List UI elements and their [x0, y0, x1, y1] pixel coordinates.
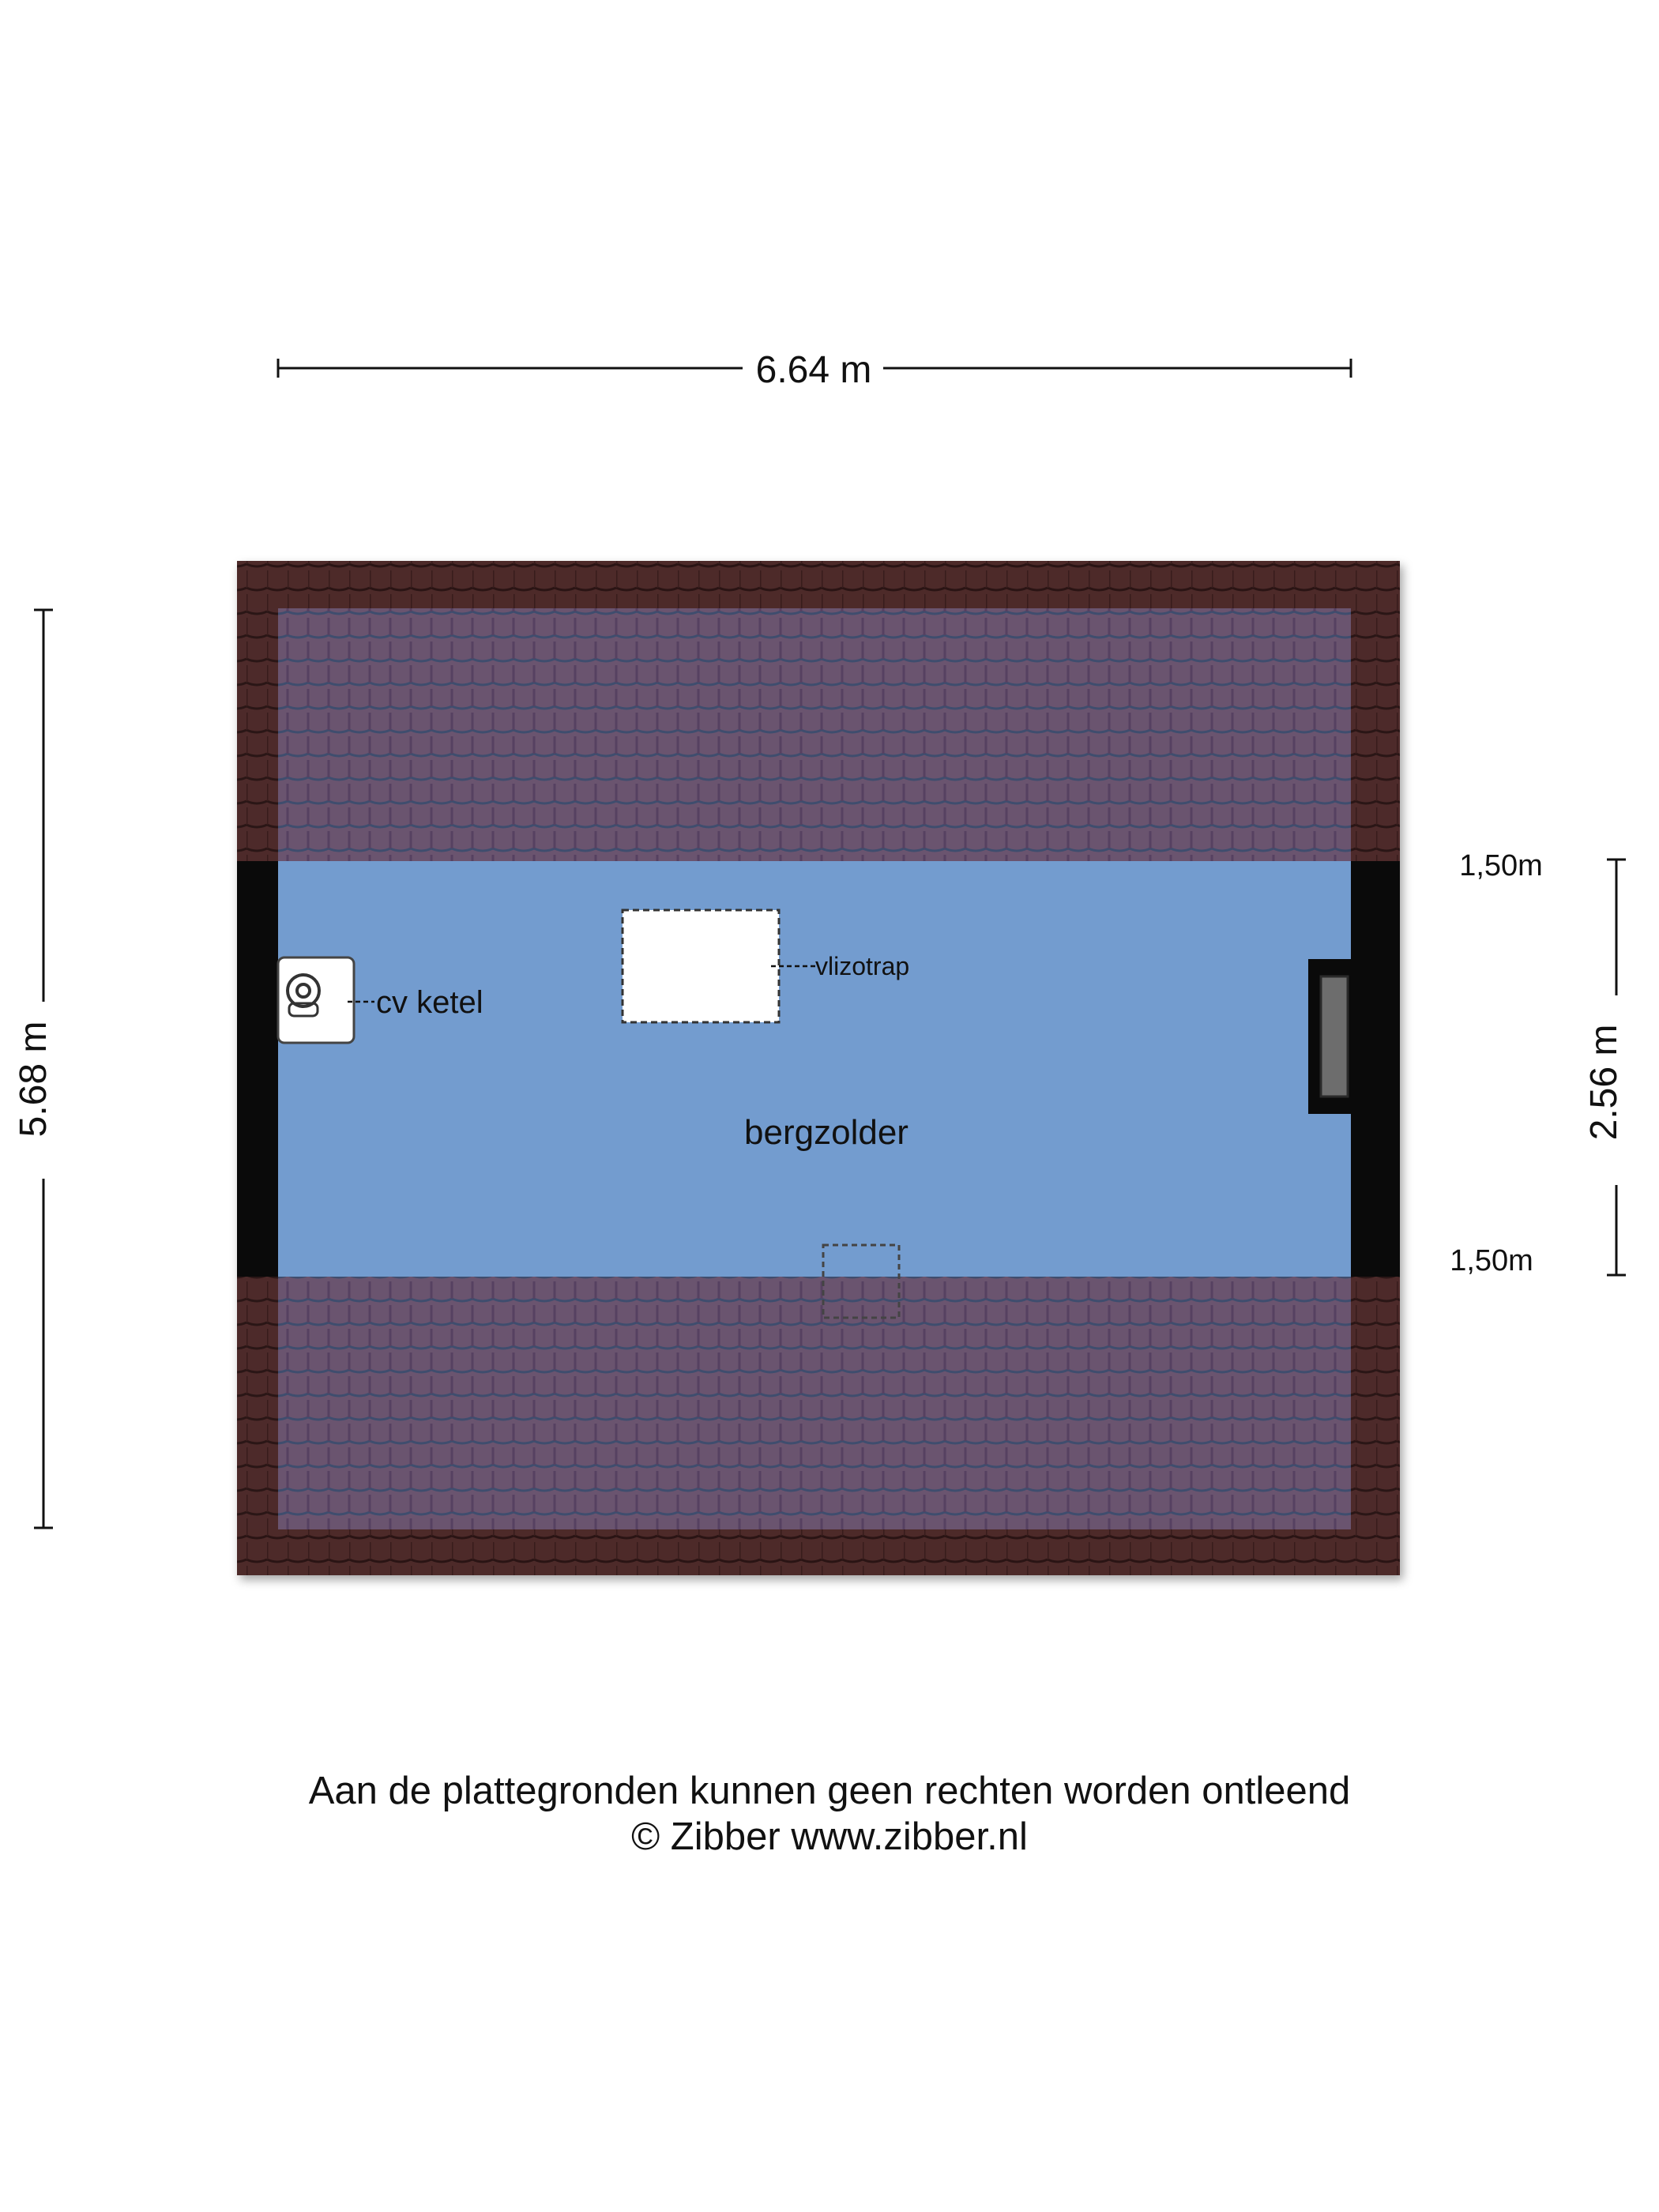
- roof-slope-bottom: [278, 1277, 1351, 1529]
- boiler: [276, 956, 374, 1044]
- roof-ridge-bottom: [237, 1529, 1400, 1575]
- dashed-outline-hatch: [822, 1243, 901, 1319]
- roof-ridge-top: [237, 561, 1400, 608]
- window: [1308, 959, 1356, 1114]
- slope-top-label: 1,50m: [1459, 849, 1543, 882]
- dimension-height: 5.68 m: [13, 608, 55, 1529]
- disclaimer-text: Aan de plattegronden kunnen geen rechten…: [308, 1770, 1351, 1812]
- copyright-text: © Zibber www.zibber.nl: [631, 1815, 1028, 1858]
- room-bergzolder: [278, 861, 1351, 1277]
- dimension-width-label: 6.64 m: [756, 349, 872, 391]
- room-label: bergzolder: [744, 1113, 908, 1152]
- wall-right: [1351, 861, 1400, 1277]
- attic-ladder-label: vlizotrap: [815, 952, 909, 980]
- roof-slope-top: [278, 608, 1351, 861]
- slope-bottom-label: 1,50m: [1450, 1244, 1533, 1277]
- attic-ladder: [621, 908, 815, 1024]
- boiler-label: cv ketel: [376, 985, 483, 1020]
- wall-left: [237, 861, 278, 1277]
- dimension-width: 6.64 m: [276, 349, 1352, 391]
- boiler-icon: [286, 973, 321, 1008]
- dimension-height-label: 5.68 m: [13, 1021, 55, 1138]
- dimension-room-depth: 2.56 m: [1583, 858, 1626, 1277]
- dimension-room-depth-label: 2.56 m: [1583, 1025, 1625, 1141]
- footer: Aan de plattegronden kunnen geen rechten…: [0, 1768, 1659, 1860]
